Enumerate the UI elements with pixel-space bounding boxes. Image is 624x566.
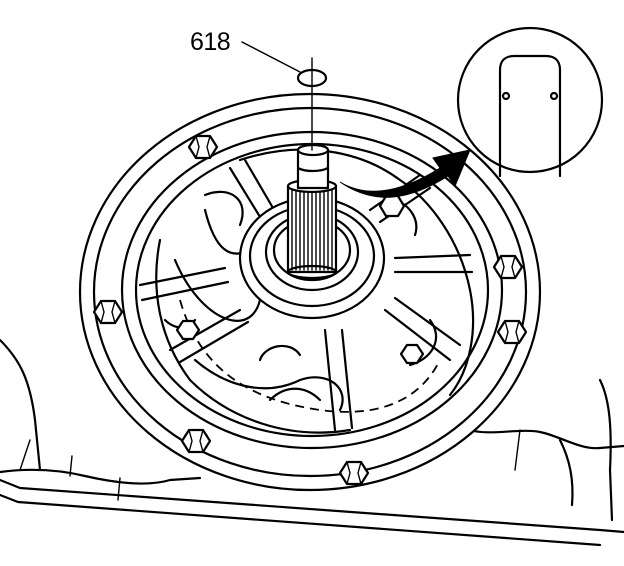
detail-arrow bbox=[339, 149, 471, 198]
seal-ring-618 bbox=[241, 41, 328, 151]
pump-ribs bbox=[138, 158, 474, 432]
case-outline bbox=[0, 338, 624, 547]
bolt bbox=[92, 299, 124, 325]
detail-magnifier bbox=[456, 26, 604, 178]
bolt bbox=[378, 194, 406, 218]
input-shaft bbox=[286, 143, 338, 280]
callout-618-label: 618 bbox=[190, 28, 231, 56]
bolt bbox=[338, 460, 370, 486]
bolt bbox=[399, 343, 425, 365]
bolt bbox=[175, 319, 201, 341]
bolt bbox=[187, 134, 219, 160]
bolt bbox=[180, 428, 212, 454]
flange-bolts bbox=[92, 134, 528, 486]
bolt bbox=[492, 254, 524, 280]
bolt bbox=[496, 319, 528, 345]
